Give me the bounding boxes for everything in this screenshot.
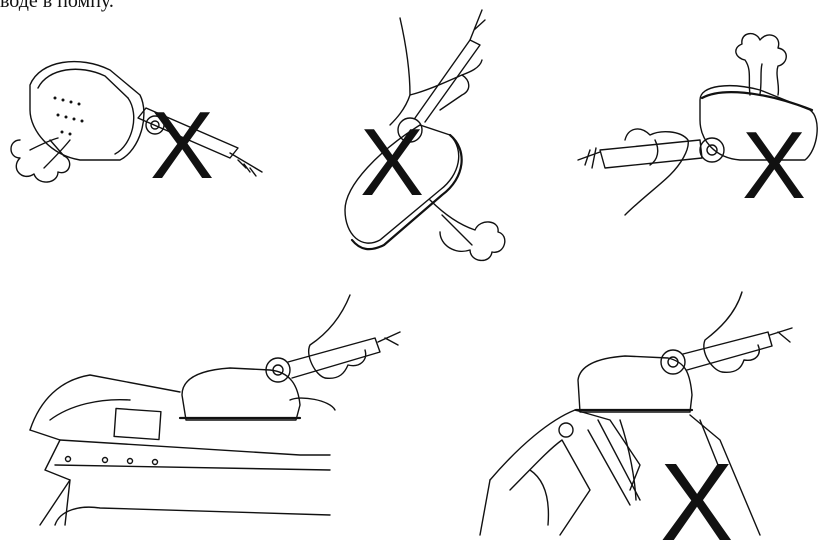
- prohibited-x-mark: X: [360, 109, 424, 216]
- steam-cloud-icon: [430, 200, 505, 260]
- hand-icon: [704, 292, 759, 372]
- panel-1-steam-left: X: [11, 62, 262, 199]
- prohibited-x-mark: X: [660, 441, 733, 544]
- prohibited-x-mark: X: [742, 112, 806, 219]
- steamer-head-icon: [30, 62, 144, 160]
- hand-icon: [309, 295, 366, 378]
- steam-holes: [54, 97, 84, 136]
- panel-2-steam-down: X: [345, 10, 505, 260]
- handle-icon: [661, 328, 792, 374]
- handle-icon: [266, 332, 400, 382]
- steamer-head-icon: [576, 356, 692, 412]
- steam-cloud-icon: [736, 34, 786, 95]
- steamer-head-icon: [180, 368, 300, 420]
- prohibited-x-mark: X: [150, 92, 214, 199]
- steam-cloud-icon: [11, 138, 70, 182]
- panel-4-steaming-shirt: [30, 295, 400, 525]
- panel-5-steaming-trousers: X: [480, 292, 792, 544]
- panel-3-steam-up: X: [578, 34, 817, 219]
